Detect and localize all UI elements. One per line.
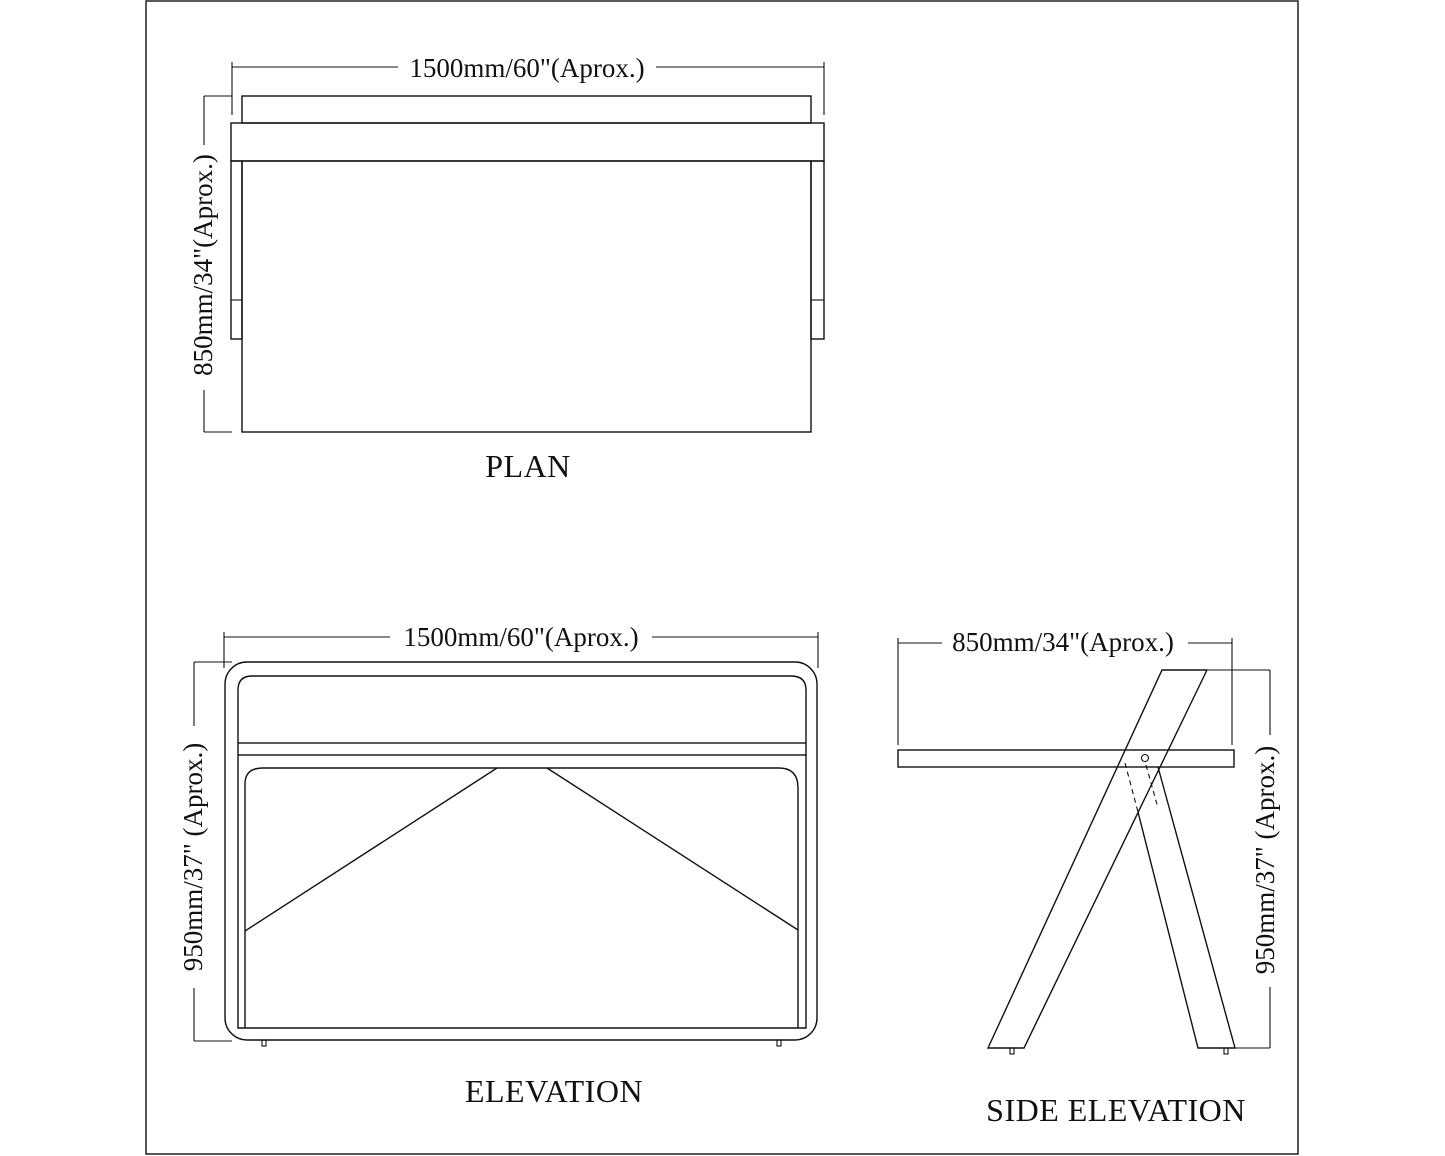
plan-depth-label: 850mm/34"(Aprox.) bbox=[188, 154, 218, 376]
elevation-top-rail bbox=[237, 742, 807, 756]
side-depth-label: 850mm/34"(Aprox.) bbox=[952, 627, 1174, 657]
elevation-title: ELEVATION bbox=[465, 1073, 643, 1109]
elevation-height-label: 950mm/37" (Aprox.) bbox=[178, 743, 208, 972]
plan-view: 1500mm/60"(Aprox.) 850mm/34"(Aprox.) PLA… bbox=[188, 52, 825, 484]
plan-width-label: 1500mm/60"(Aprox.) bbox=[409, 53, 644, 83]
side-foot-front bbox=[1009, 1047, 1015, 1055]
side-hidden-edge-1 bbox=[1124, 762, 1139, 813]
side-foot-rear bbox=[1223, 1047, 1229, 1055]
side-front-leg bbox=[986, 669, 1209, 1049]
elevation-lower-frame-outer bbox=[237, 755, 807, 1029]
elevation-foot-left bbox=[261, 1039, 267, 1047]
side-hidden-edge-2 bbox=[1145, 764, 1159, 809]
elevation-brace-right bbox=[546, 767, 799, 931]
plan-top bbox=[241, 160, 812, 433]
side-table-top bbox=[897, 749, 1235, 768]
elevation-width-label: 1500mm/60"(Aprox.) bbox=[403, 622, 638, 652]
elevation-modesty-panel bbox=[244, 767, 799, 1028]
elevation-brace-left bbox=[244, 767, 498, 932]
plan-back-edge bbox=[241, 95, 812, 124]
elevation-foot-right bbox=[776, 1039, 782, 1047]
elevation-inner-frame bbox=[237, 675, 807, 743]
plan-title: PLAN bbox=[485, 448, 571, 484]
plan-front-band bbox=[230, 122, 825, 162]
plan-leg-left bbox=[230, 160, 243, 340]
side-pivot-bolt bbox=[1140, 753, 1150, 763]
elevation-outer-frame bbox=[224, 661, 818, 1041]
elevation-view: 1500mm/60"(Aprox.) 950mm/37" (Aprox.) EL… bbox=[178, 622, 819, 1109]
sheet-border bbox=[145, 0, 1299, 1155]
side-height-label: 950mm/37" (Aprox.) bbox=[1250, 746, 1280, 975]
side-elevation-view: 850mm/34"(Aprox.) 950mm/37" (Aprox.) SID… bbox=[897, 627, 1282, 1128]
side-rear-leg bbox=[1137, 766, 1236, 1049]
side-elevation-title: SIDE ELEVATION bbox=[986, 1092, 1246, 1128]
plan-leg-right bbox=[810, 160, 825, 340]
